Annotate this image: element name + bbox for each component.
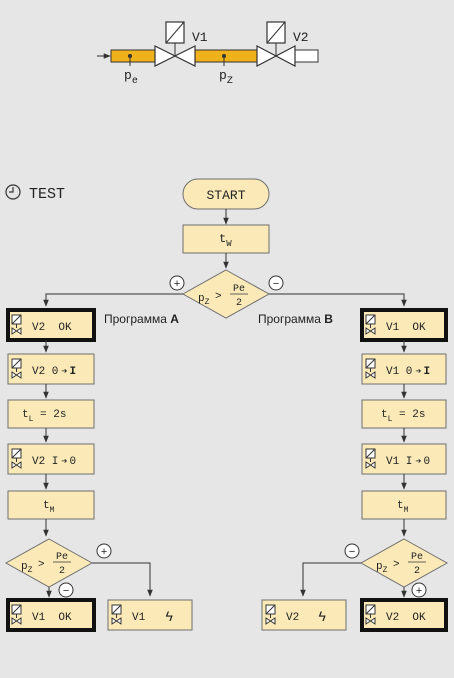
svg-text:2: 2: [59, 566, 65, 577]
svg-text:+: +: [101, 547, 108, 559]
start-label: START: [206, 188, 245, 203]
svg-text:V2 0➔I: V2 0➔I: [32, 366, 76, 378]
svg-text:V1 0➔I: V1 0➔I: [386, 366, 430, 378]
minus-icon: [344, 543, 360, 559]
pe-label: pe: [124, 68, 138, 87]
left-close-box: [7, 443, 95, 475]
svg-text:V1 OK: V1 OK: [32, 612, 72, 624]
fault-icon: ϟ: [165, 610, 173, 626]
valve-solenoid-icon: [365, 604, 376, 625]
valve-v2: V2: [256, 21, 309, 67]
right-decision: pZ > Pe 2: [359, 538, 449, 588]
plus-icon: [96, 543, 112, 559]
v2-label: V2: [293, 30, 309, 45]
left-result-ok-box: [6, 598, 96, 632]
left-result-fail-box: [107, 599, 193, 631]
svg-text:V2 OK: V2 OK: [32, 322, 72, 334]
right-result-ok-box: [360, 598, 448, 632]
svg-text:V1: V1: [132, 612, 146, 624]
valve-solenoid-icon: [11, 358, 22, 379]
svg-text:+: +: [174, 279, 181, 291]
left-open-box: [7, 353, 95, 385]
svg-text:>: >: [38, 559, 45, 571]
svg-text:Pe: Pe: [56, 552, 68, 563]
tw-box: [182, 224, 270, 254]
plus-icon: [411, 582, 427, 598]
valve-solenoid-icon: [265, 604, 276, 625]
svg-text:pZ: pZ: [198, 293, 210, 307]
v1-label: V1: [192, 30, 208, 45]
pipe-segment-inlet: [110, 49, 156, 63]
clock-icon: [5, 184, 21, 200]
svg-text:2: 2: [414, 566, 420, 577]
left-v2-ok-box: [6, 308, 96, 342]
svg-text:V1 I➔0: V1 I➔0: [386, 456, 430, 468]
svg-text:V2: V2: [286, 612, 299, 624]
svg-text:pZ: pZ: [376, 561, 388, 575]
svg-text:−: −: [349, 547, 356, 559]
svg-text:Pe: Pe: [233, 284, 245, 295]
pipe-segment-outlet: [294, 49, 319, 63]
pipe-schematic: V1 V2 pe pZ: [97, 21, 319, 87]
plus-icon: [169, 275, 185, 291]
fault-icon: ϟ: [318, 610, 326, 626]
svg-text:V2 I➔0: V2 I➔0: [32, 456, 76, 468]
valve-solenoid-icon: [365, 314, 376, 335]
svg-text:tL = 2s: tL = 2s: [22, 409, 66, 424]
right-result-fail-box: [261, 599, 347, 631]
svg-text:Pe: Pe: [411, 552, 423, 563]
tw-label: tW: [219, 232, 232, 249]
valve-solenoid-icon: [11, 314, 22, 335]
minus-icon: [58, 582, 74, 598]
svg-text:pZ: pZ: [21, 561, 33, 575]
right-tl-box: [361, 399, 447, 429]
valve-solenoid-icon: [365, 358, 376, 379]
valve-solenoid-icon: [365, 448, 376, 469]
svg-text:2: 2: [236, 298, 242, 309]
test-header: TEST: [5, 184, 65, 203]
left-tl-box: [7, 399, 95, 429]
minus-icon: [268, 275, 284, 291]
left-tm-box: [7, 490, 95, 520]
pz-label: pZ: [219, 68, 233, 87]
left-decision: pZ > Pe 2: [4, 538, 94, 588]
svg-text:tM: tM: [397, 500, 409, 515]
svg-text:>: >: [215, 291, 222, 303]
right-v1-ok-box: [360, 308, 448, 342]
valve-solenoid-icon: [11, 448, 22, 469]
right-branch: V1 OK V1 0➔I tL = 2s V1 I➔0 tM pZ > Pe 2…: [261, 308, 449, 632]
svg-text:+: +: [416, 586, 423, 598]
program-b-label: Программа B: [258, 312, 333, 326]
svg-text:V1 OK: V1 OK: [386, 322, 426, 334]
svg-text:−: −: [63, 586, 70, 598]
valve-solenoid-icon: [11, 604, 22, 625]
svg-text:>: >: [393, 559, 400, 571]
valve-v1: V1: [154, 21, 208, 67]
right-open-box: [361, 353, 447, 385]
program-a-label: Программа A: [104, 312, 179, 326]
test-label: TEST: [29, 186, 65, 203]
svg-text:tL = 2s: tL = 2s: [381, 409, 425, 424]
decision-main: pZ > Pe 2: [181, 269, 271, 319]
valve-solenoid-icon: [111, 604, 122, 625]
svg-text:−: −: [273, 279, 280, 291]
svg-text:tM: tM: [43, 500, 55, 515]
svg-text:V2 OK: V2 OK: [386, 612, 426, 624]
right-tm-box: [361, 490, 447, 520]
left-branch: V2 OK V2 0➔I tL = 2s V2 I➔0 tM pZ > Pe 2…: [4, 308, 193, 632]
